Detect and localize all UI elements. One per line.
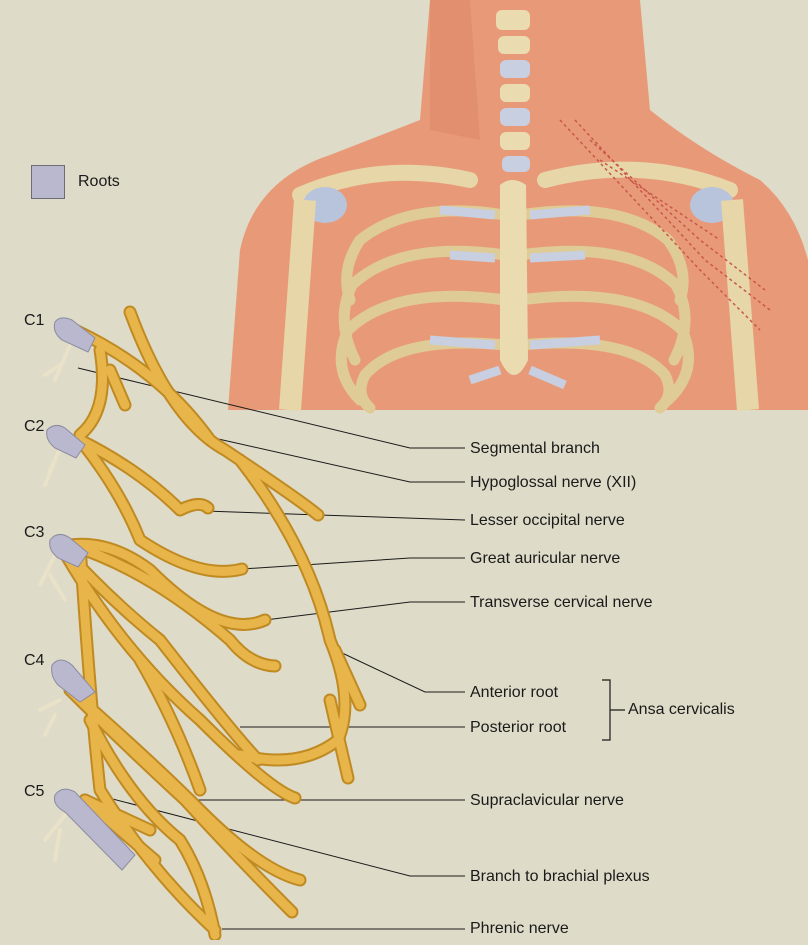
level-c3: C3 [24,524,44,542]
label-supraclavicular-nerve: Supraclavicular nerve [470,792,624,810]
ansa-bracket [602,680,625,740]
label-anterior-root: Anterior root [470,684,558,702]
leader-anterior-root [340,652,465,692]
root-c1 [54,318,95,352]
label-posterior-root: Posterior root [470,719,566,737]
level-c2: C2 [24,418,44,436]
label-hypoglossal-nerve: Hypoglossal nerve (XII) [470,474,636,492]
label-lesser-occipital-nerve: Lesser occipital nerve [470,512,625,530]
legend-roots-label: Roots [78,173,120,191]
leader-transverse-cervical-nerve [265,602,465,620]
label-segmental-branch: Segmental branch [470,440,600,458]
sternum [500,180,528,375]
torso-illustration [228,0,808,410]
leader-lesser-occipital-nerve [205,511,465,520]
level-c1: C1 [24,312,44,330]
label-branch-to-brachial-plexus: Branch to brachial plexus [470,868,650,886]
label-phrenic-nerve: Phrenic nerve [470,920,569,938]
legend-roots-swatch [31,165,65,199]
label-great-auricular-nerve: Great auricular nerve [470,550,620,568]
label-ansa-cervicalis: Ansa cervicalis [628,701,735,719]
left-humerus [290,200,305,410]
leader-great-auricular-nerve [242,558,465,569]
label-transverse-cervical-nerve: Transverse cervical nerve [470,594,653,612]
level-c5: C5 [24,783,44,801]
level-c4: C4 [24,652,44,670]
